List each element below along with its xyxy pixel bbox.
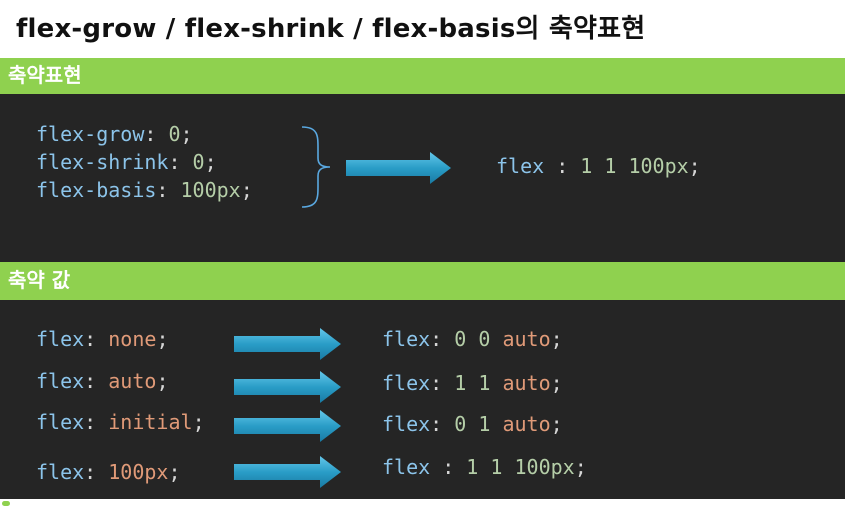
section-heading-shorthand: 축약표현 [0,58,845,94]
flex-output-auto: flex: 1 1 auto; [382,371,563,395]
slide-marker [2,501,10,506]
flex-output-initial: flex: 0 1 auto; [382,412,563,436]
flex-input-auto: flex: auto; [36,369,169,393]
page-title: flex-grow / flex-shrink / flex-basis의 축약… [16,14,646,44]
right-arrow-icon [234,456,341,488]
code-line-flex-grow: flex-grow: 0; [36,122,193,146]
code-line-flex-shrink: flex-shrink: 0; [36,150,217,174]
shorthand-code-panel: flex-grow: 0; flex-shrink: 0; flex-basis… [0,94,845,262]
flex-output-none: flex: 0 0 auto; [382,327,563,351]
right-arrow-icon [346,152,451,184]
values-code-panel: flex: none; flex: 0 0 auto; flex: auto; … [0,300,845,499]
shorthand-result: flex : 1 1 100px; [496,154,701,178]
right-arrow-icon [234,410,341,442]
right-arrow-icon [234,328,341,360]
flex-input-initial: flex: initial; [36,410,205,434]
section-heading-values: 축약 값 [0,262,845,300]
code-line-flex-basis: flex-basis: 100px; [36,178,253,202]
bottom-strip [0,499,845,507]
right-curly-brace-icon [301,126,331,208]
flex-input-none: flex: none; [36,327,169,351]
right-arrow-icon [234,371,341,403]
flex-input-100px: flex: 100px; [36,460,181,484]
flex-output-100px: flex : 1 1 100px; [382,455,587,479]
